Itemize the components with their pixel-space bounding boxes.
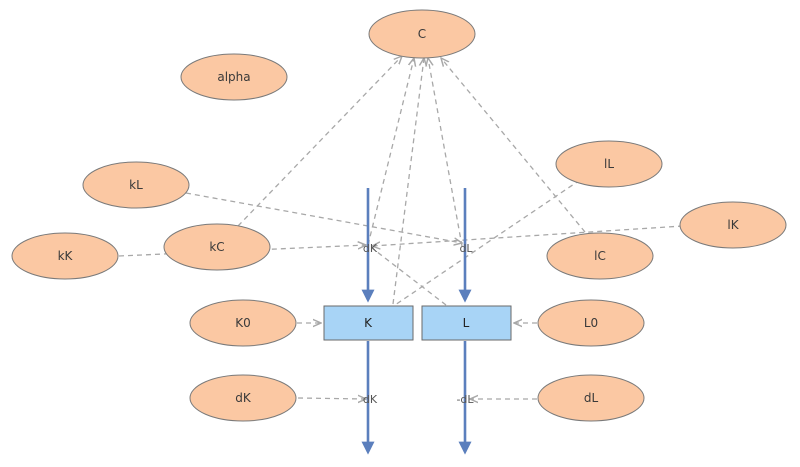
aux-kK[interactable]: kK [11,232,119,280]
aux-K0[interactable]: K0 [189,299,297,347]
aux-kC-label: kC [209,240,224,254]
link-lK-to-dK [372,225,684,246]
flow-label-K-in[interactable]: dK [363,242,378,255]
aux-dL-label: dL [584,391,599,405]
stock-L[interactable]: L [421,305,512,341]
aux-C-label: C [418,27,426,41]
aux-kK-label: kK [58,249,74,263]
aux-L0[interactable]: L0 [537,299,645,347]
aux-lK-label: lK [727,218,739,232]
link-L-to-dK [371,247,447,306]
flow-pipes [361,188,472,455]
aux-L0-label: L0 [584,316,598,330]
stock-L-label: L [463,316,470,330]
aux-dL[interactable]: dL [537,374,645,422]
link-kL-to-dL [185,192,462,243]
aux-alpha-label: alpha [217,70,250,84]
aux-kL[interactable]: kL [82,161,190,209]
link-K-to-C [392,58,424,305]
aux-lK[interactable]: lK [679,201,787,249]
aux-kC[interactable]: kC [163,223,271,271]
aux-K0-label: K0 [235,316,251,330]
link-lC-to-C [441,58,586,233]
stock-K[interactable]: K [323,305,414,341]
flow-label-L-in[interactable]: dL [459,242,473,255]
flow-label-L-out[interactable]: -dL [456,393,474,406]
aux-kL-label: kL [129,178,143,192]
aux-lC[interactable]: lC [546,232,654,280]
aux-lC-label: lC [594,249,606,263]
link-kC-to-C [237,56,402,227]
aux-dK-label: dK [235,391,252,405]
flow-label-K-out[interactable]: dK [363,393,378,406]
stock-K-label: K [364,316,373,330]
aux-lL-label: lL [604,157,614,171]
link-dK-aux-to-outflow [297,398,366,399]
link-dK-to-C [367,58,414,246]
link-dL-to-C [428,58,463,247]
aux-dK[interactable]: dK [189,374,297,422]
aux-C[interactable]: C [368,9,476,59]
aux-alpha[interactable]: alpha [180,53,288,101]
aux-lL[interactable]: lL [555,140,663,188]
influence-links [118,56,684,399]
link-lL-to-K [394,179,581,306]
